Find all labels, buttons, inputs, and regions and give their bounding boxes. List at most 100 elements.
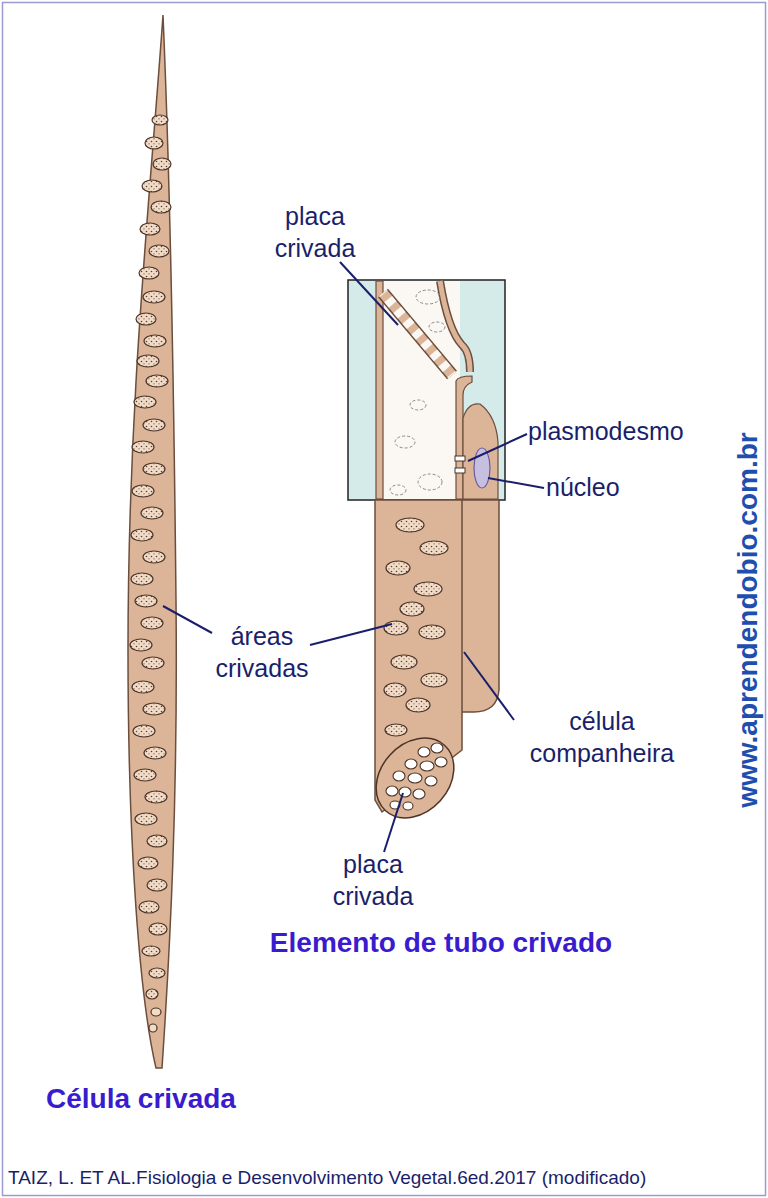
- sieve-areas: [147, 835, 167, 847]
- sieve-areas: [384, 518, 448, 736]
- sieve-plate-pores: [405, 759, 417, 769]
- sieve-plate-pores: [393, 771, 405, 781]
- sieve-areas: [414, 582, 442, 596]
- sieve-plate-pores: [399, 787, 411, 797]
- plastids: [390, 290, 445, 495]
- inset-detail: [348, 280, 505, 500]
- sieve-areas: [141, 507, 163, 519]
- leader-lines: [488, 478, 544, 488]
- sieve-areas: [400, 602, 424, 616]
- sieve-areas: [147, 879, 167, 891]
- inset-detail: [348, 280, 505, 500]
- sieve-areas: [149, 968, 165, 978]
- structure-heading: Célula crivada: [46, 1082, 346, 1116]
- plastids: [395, 436, 415, 448]
- inset-detail: [383, 293, 452, 375]
- sieve-areas: [146, 989, 158, 999]
- sieve-areas: [143, 463, 165, 475]
- plastids: [416, 290, 440, 304]
- inset-detail: [383, 293, 452, 375]
- sieve-areas: [421, 673, 447, 687]
- sieve-plate-pores: [386, 786, 398, 796]
- sieve-areas: [135, 595, 157, 607]
- sieve-cell: [128, 15, 176, 1068]
- leader-lines: [340, 262, 398, 325]
- plastids: [418, 474, 442, 490]
- leader-lines: [464, 652, 514, 720]
- part-label: plasmodesmo: [528, 416, 728, 446]
- sieve-plate-pores: [420, 761, 434, 771]
- sieve-plate-pores: [435, 757, 447, 767]
- sieve-areas: [130, 115, 171, 999]
- sieve-areas: [152, 115, 168, 125]
- sieve-tube-element: [360, 723, 469, 834]
- sieve-plate-pores: [413, 789, 425, 799]
- plastids: [410, 400, 426, 410]
- sieve-areas: [149, 245, 169, 257]
- empty-sieve-areas: [149, 1024, 157, 1032]
- sieve-areas: [385, 724, 407, 736]
- sieve-areas: [143, 419, 165, 431]
- sieve-areas: [420, 541, 448, 555]
- plasmodesma: [455, 456, 465, 461]
- sieve-areas: [142, 657, 164, 669]
- source-caption: TAIZ, L. ET AL.Fisiologia e Desenvolvime…: [8, 1166, 760, 1190]
- sieve-areas: [384, 621, 408, 635]
- sieve-areas: [145, 137, 163, 149]
- sieve-areas: [144, 335, 166, 347]
- page-frame: [3, 3, 766, 1196]
- sieve-plate-pores: [386, 743, 447, 810]
- sieve-plate-pores: [431, 743, 443, 753]
- leader-lines: [163, 606, 212, 633]
- part-label: célula companheira: [512, 705, 692, 769]
- sieve-areas: [143, 291, 165, 303]
- leader-lines: [163, 262, 544, 852]
- sieve-areas: [132, 485, 154, 497]
- sieve-plate-pores: [408, 773, 422, 783]
- sieve-areas: [419, 625, 445, 639]
- sieve-areas: [146, 375, 168, 387]
- sieve-areas: [384, 683, 406, 697]
- sieve-areas: [145, 791, 167, 803]
- leader-lines: [384, 793, 403, 852]
- sieve-areas: [134, 769, 156, 781]
- sieve-areas: [141, 617, 163, 629]
- sieve-areas: [149, 923, 167, 935]
- inset-detail: [383, 293, 452, 375]
- plastids: [390, 485, 406, 495]
- sieve-areas: [140, 223, 160, 235]
- part-label: núcleo: [546, 472, 666, 502]
- sieve-areas: [153, 158, 171, 170]
- part-label: áreas crivadas: [192, 620, 332, 684]
- sieve-areas: [136, 313, 156, 325]
- sieve-areas: [131, 573, 153, 585]
- sieve-areas: [391, 655, 417, 669]
- sieve-areas: [130, 639, 152, 651]
- companion-cell-inset: [463, 404, 498, 499]
- sieve-areas: [132, 681, 154, 693]
- empty-sieve-areas: [151, 1008, 161, 1016]
- sieve-areas: [138, 857, 158, 869]
- sieve-areas: [386, 561, 410, 575]
- sieve-areas: [406, 698, 430, 712]
- part-label: placa crivada: [255, 200, 375, 264]
- sieve-areas: [144, 747, 166, 759]
- sieve-areas: [133, 725, 155, 737]
- sieve-areas: [139, 901, 159, 913]
- plasmodesma: [455, 468, 465, 473]
- sieve-tube-element: [360, 500, 469, 833]
- sieve-areas: [143, 551, 165, 563]
- sieve-cell: [128, 15, 176, 1068]
- sieve-areas: [142, 946, 160, 956]
- sieve-areas: [132, 441, 154, 453]
- sieve-areas: [143, 703, 165, 715]
- sieve-areas: [135, 813, 157, 825]
- sieve-areas: [396, 518, 424, 532]
- sieve-areas: [151, 201, 171, 213]
- sieve-plate-pores: [403, 802, 413, 810]
- leader-lines: [468, 434, 527, 461]
- sieve-areas: [131, 529, 153, 541]
